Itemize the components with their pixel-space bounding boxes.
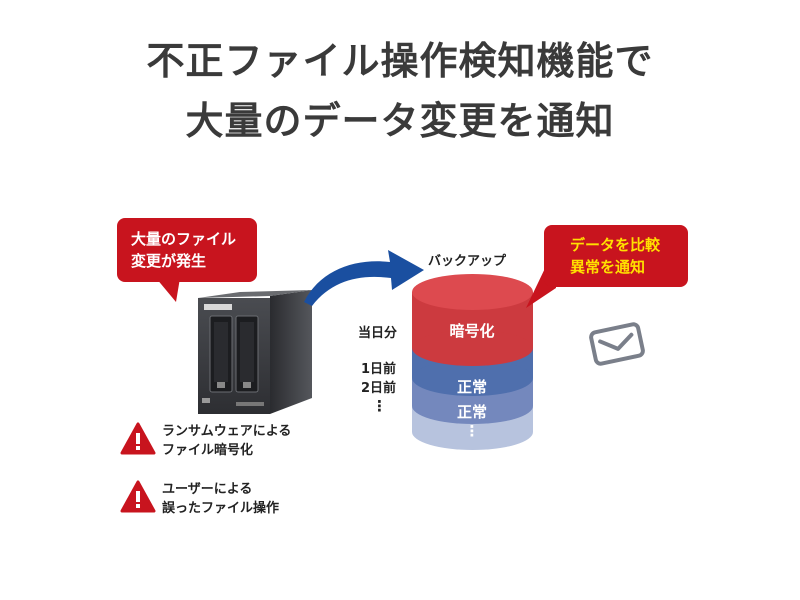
layer-status-2days: 正常 bbox=[456, 403, 487, 421]
cause-1-line-1: ランサムウェアによる bbox=[162, 424, 292, 439]
notify-bubble-line-2: 異常を通知 bbox=[570, 258, 646, 276]
cause-1: ランサムウェアによる ファイル暗号化 bbox=[162, 422, 291, 460]
notify-bubble: データを比較 異常を通知 bbox=[544, 225, 688, 287]
period-1day: 1日前 bbox=[361, 362, 397, 377]
cause-2-line-1: ユーザーによる bbox=[162, 482, 253, 497]
title-line-1: 不正ファイル操作検知機能で bbox=[146, 39, 654, 83]
layer-status-1day: 正常 bbox=[456, 378, 487, 396]
backup-label: バックアップ bbox=[428, 254, 507, 269]
disk-layer-today bbox=[412, 274, 533, 366]
alert-bubble-line-1: 大量のファイル bbox=[131, 230, 237, 248]
curved-arrow-icon bbox=[304, 250, 424, 306]
alert-bubble-line-2: 変更が発生 bbox=[131, 252, 207, 270]
cause-2-line-2: 誤ったファイル操作 bbox=[162, 501, 280, 516]
period-today: 当日分 bbox=[358, 326, 398, 341]
backup-stack bbox=[412, 274, 533, 450]
alert-bubble: 大量のファイル 変更が発生 bbox=[117, 218, 257, 282]
layer-status-older: ⋮ bbox=[464, 422, 480, 440]
nas-device-icon bbox=[198, 290, 312, 414]
period-older: ⋮ bbox=[372, 397, 387, 415]
cause-2: ユーザーによる 誤ったファイル操作 bbox=[162, 480, 279, 518]
alert-bubble-tail bbox=[156, 278, 180, 302]
notify-bubble-line-1: データを比較 bbox=[570, 236, 661, 254]
warning-icon bbox=[120, 480, 156, 513]
mail-icon bbox=[589, 322, 645, 366]
title-line-2: 大量のデータ変更を通知 bbox=[185, 99, 615, 143]
warning-icon bbox=[120, 422, 156, 455]
cause-1-line-2: ファイル暗号化 bbox=[162, 443, 254, 458]
period-2days: 2日前 bbox=[361, 381, 397, 396]
layer-status-today: 暗号化 bbox=[449, 322, 495, 340]
